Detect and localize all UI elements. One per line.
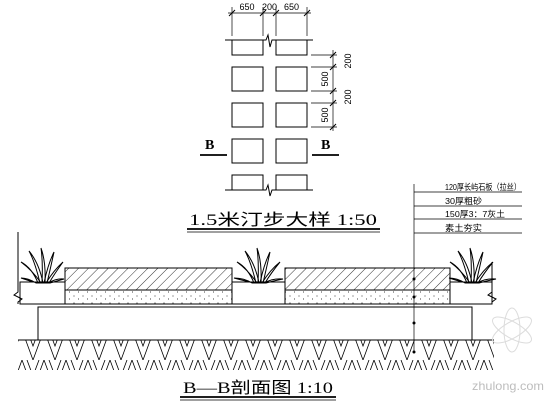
grass-blade [256, 247, 262, 284]
grass-blade [45, 261, 64, 284]
stone-slab-left [64, 267, 233, 305]
section-break-left [13, 232, 23, 304]
dimension-text: 500 [320, 107, 330, 122]
dimension-tick [329, 99, 337, 107]
stone-slab [284, 267, 451, 291]
stepping-stone [275, 174, 308, 191]
grass-blade [457, 250, 473, 284]
layer-label-compacted-soil: 素土夯实 [445, 223, 482, 233]
top-dimension: 650 200 650 [228, 2, 311, 36]
grass-blade [259, 251, 271, 284]
section-mark-letter: B [205, 138, 214, 153]
layer-label-sand: 30厚粗砂 [445, 196, 483, 206]
stepping-stone [231, 66, 264, 92]
grass-blade [474, 261, 494, 284]
dimension-text: 200 [343, 89, 353, 104]
compacted-soil-layer [18, 340, 494, 370]
layer-legend: 120厚长屿石板（拉丝） 30厚粗砂 150厚3：7灰土 素土夯实 [412, 182, 522, 354]
dimension-text: 650 [239, 2, 254, 12]
stepping-stone [231, 39, 264, 56]
stepping-stone [275, 138, 308, 164]
layer-label-stone: 120厚长屿石板（拉丝） [445, 182, 521, 192]
grass-blade [472, 251, 484, 284]
watermark-text: zhulong.com [472, 379, 544, 393]
lime-soil-layer [37, 306, 473, 341]
stepping-stone [275, 66, 308, 92]
sand-bed [284, 289, 451, 305]
grass-blade [448, 277, 468, 284]
right-dimension: 500 500 200 200 [311, 50, 353, 131]
dimension-tick [228, 9, 236, 17]
grass-blade [262, 278, 284, 284]
watermark: zhulong.com [472, 307, 544, 393]
grass-blade [40, 247, 46, 284]
break-line-top [225, 33, 313, 48]
grass-blade [236, 261, 258, 284]
dimension-tick [329, 63, 337, 71]
stepping-stone [275, 102, 308, 128]
leader-dot [412, 321, 416, 325]
grass-blade [469, 247, 475, 284]
grass-blade [20, 277, 39, 284]
watermark-petal [492, 316, 532, 344]
grass-blade [244, 250, 260, 284]
dimension-text: 500 [320, 71, 330, 86]
grass-tuft [20, 247, 65, 284]
grass-tuft [448, 247, 497, 284]
stone-slab-right [284, 267, 451, 305]
stepping-stone [231, 174, 264, 191]
grass-blade [475, 278, 497, 284]
stone-slab [64, 267, 233, 291]
section-view: B—B剖面图 1:10 [13, 232, 497, 401]
grass-tuft [233, 247, 284, 284]
grass-blade [43, 251, 55, 284]
dimension-tick [329, 123, 337, 131]
grass-blade [233, 277, 255, 284]
section-mark-letter: B [321, 138, 330, 153]
grass-blade [449, 261, 471, 284]
section-title: B—B剖面图 1:10 [183, 379, 333, 397]
watermark-petal [503, 307, 521, 353]
stepping-stones [231, 39, 308, 191]
plan-title: 1.5米汀步大样 1:50 [189, 211, 377, 229]
dimension-text: 650 [284, 2, 299, 12]
plan-view: 650 200 650 [187, 2, 380, 233]
dimension-text: 200 [343, 53, 353, 68]
section-mark-right: B [312, 138, 339, 156]
layer-label-lime-soil: 150厚3：7灰土 [445, 209, 506, 219]
grass-blade [20, 261, 42, 284]
planting-bed [19, 281, 66, 305]
grass-blade [46, 278, 65, 284]
stepping-stone [231, 102, 264, 128]
watermark-logo [492, 307, 532, 353]
planting-bed [231, 281, 286, 305]
watermark-petal [492, 316, 532, 344]
section-mark-left: B [200, 138, 227, 156]
grass-blade [28, 250, 44, 284]
dimension-tick [303, 9, 311, 17]
dimension-tick [272, 9, 280, 17]
stepping-stone [275, 39, 308, 56]
sand-bed [64, 289, 233, 305]
dimension-tick [329, 51, 337, 59]
dimension-tick [259, 9, 267, 17]
grass-blade [261, 261, 281, 284]
dimension-text: 200 [262, 2, 277, 12]
planting-bed [449, 281, 493, 305]
dimension-tick [329, 87, 337, 95]
stepping-stone [231, 138, 264, 164]
